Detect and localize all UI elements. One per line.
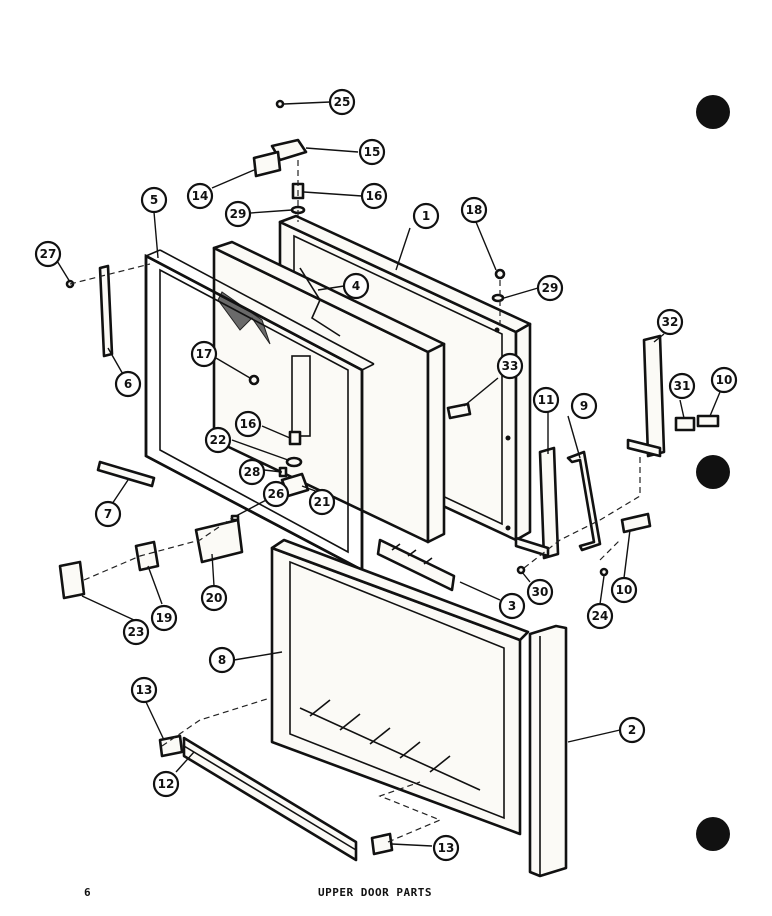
callout-4: 4 [342,272,370,300]
binder-hole-top [696,95,730,129]
callout-24: 24 [586,602,614,630]
svg-text:12: 12 [158,777,175,791]
part-11-hinge-bracket [514,446,560,560]
callout-9: 9 [570,392,598,420]
callout-25: 25 [328,88,356,116]
callout-10-lower: 10 [610,576,638,604]
callout-32: 32 [656,308,684,336]
svg-text:3: 3 [508,599,516,613]
callout-12: 12 [152,770,180,798]
svg-text:26: 26 [268,487,285,501]
callout-19: 19 [150,604,178,632]
part-3-handle-bar [376,538,456,592]
callout-16-lower: 16 [234,410,262,438]
callout-22: 22 [204,426,232,454]
svg-text:11: 11 [538,393,555,407]
callouts: 1 2 3 4 5 6 7 8 9 10 10 11 12 13 13 14 1… [34,88,738,862]
callout-21: 21 [308,488,336,516]
part-10-pad-lower [620,512,652,534]
callout-16-upper: 16 [360,182,388,210]
binder-hole-middle [696,455,730,489]
svg-text:7: 7 [104,507,112,521]
svg-text:19: 19 [156,611,173,625]
callout-11: 11 [532,386,560,414]
binder-hole-bottom [696,817,730,851]
svg-text:8: 8 [218,653,226,667]
callout-10-upper: 10 [710,366,738,394]
svg-text:10: 10 [716,373,733,387]
svg-text:31: 31 [674,379,691,393]
svg-text:21: 21 [314,495,331,509]
callout-7: 7 [94,500,122,528]
svg-text:27: 27 [40,247,57,261]
svg-text:16: 16 [240,417,257,431]
svg-text:2: 2 [628,723,636,737]
callout-14: 14 [186,182,214,210]
part-7-bottom-strip [96,460,156,488]
part-31-pad [674,416,696,432]
page-number: 6 [84,886,91,899]
guide-lines [69,160,641,843]
callout-29-right: 29 [536,274,564,302]
svg-text:33: 33 [502,359,519,373]
part-8-lower-door-liner [270,538,530,836]
svg-text:30: 30 [532,585,549,599]
svg-text:14: 14 [192,189,209,203]
svg-text:25: 25 [334,95,351,109]
callout-13-lower: 13 [432,834,460,862]
part-32-bracket [626,334,666,458]
svg-text:29: 29 [230,207,247,221]
part-10-pad-upper [696,414,720,428]
svg-text:16: 16 [366,189,383,203]
svg-text:24: 24 [592,609,609,623]
callout-31: 31 [668,372,696,400]
part-12-bottom-rail [182,736,358,862]
callout-30: 30 [526,578,554,606]
svg-text:13: 13 [136,683,153,697]
svg-text:28: 28 [244,465,261,479]
svg-text:32: 32 [662,315,679,329]
callout-8: 8 [208,646,236,674]
svg-text:22: 22 [210,433,227,447]
svg-text:9: 9 [580,399,588,413]
svg-text:5: 5 [150,193,158,207]
callout-29-left: 29 [224,200,252,228]
callout-5: 5 [140,186,168,214]
callout-20: 20 [200,584,228,612]
part-6-side-strip [98,264,114,358]
callout-1: 1 [412,202,440,230]
callout-17: 17 [190,340,218,368]
callout-27: 27 [34,240,62,268]
callout-2: 2 [618,716,646,744]
page-caption: UPPER DOOR PARTS [318,886,432,899]
callout-6: 6 [114,370,142,398]
callout-13-upper: 13 [130,676,158,704]
svg-text:17: 17 [196,347,213,361]
callout-33: 33 [496,352,524,380]
callout-15: 15 [358,138,386,166]
svg-text:20: 20 [206,591,223,605]
callout-26: 26 [262,480,290,508]
callout-23: 23 [122,618,150,646]
svg-text:10: 10 [616,583,633,597]
svg-text:15: 15 [364,145,381,159]
svg-text:1: 1 [422,209,430,223]
svg-text:4: 4 [352,279,360,293]
callout-3: 3 [498,592,526,620]
callout-18: 18 [460,196,488,224]
svg-text:13: 13 [438,841,455,855]
hinge-hardware-top [252,99,308,215]
part-9-handle [566,450,602,552]
svg-text:23: 23 [128,625,145,639]
svg-text:29: 29 [542,281,559,295]
callout-28: 28 [238,458,266,486]
svg-text:18: 18 [466,203,483,217]
part-2-gasket [528,624,568,878]
svg-text:6: 6 [124,377,132,391]
